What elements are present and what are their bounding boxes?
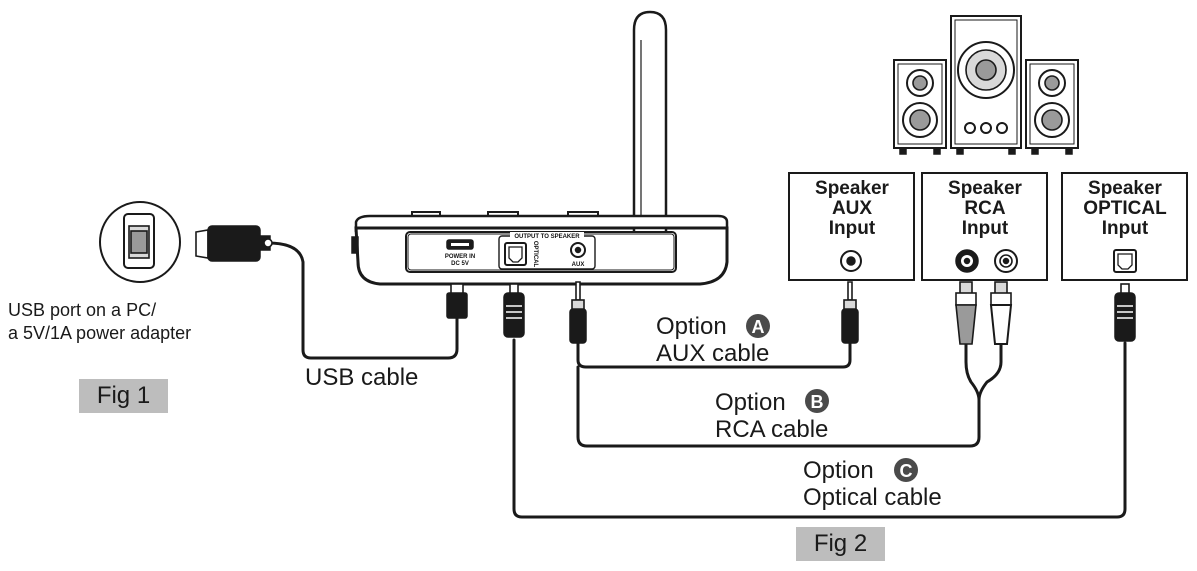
speaker-optical-input-box: Speaker OPTICAL Input [1061, 172, 1188, 281]
rca-plug-red-icon [955, 281, 977, 345]
speaker-rca-line3: Input [962, 218, 1009, 239]
optical-label: OPTICAL [532, 241, 538, 268]
rca-jack-icon [955, 249, 1018, 273]
power-in-label: POWER IN [445, 254, 475, 260]
transmitter: POWER IN DC 5V OUTPUT TO SPEAKER OPTICAL… [351, 10, 729, 286]
option-c-badge: C [894, 458, 918, 482]
option-a-word: Option [656, 313, 727, 340]
option-c-letter: C [900, 461, 913, 481]
option-a-badge: A [746, 314, 770, 338]
rca-cable [576, 365, 981, 448]
usb-port-label-line1: USB port on a PC/ [8, 300, 156, 320]
aux-cable [576, 341, 852, 369]
output-to-speaker-label: OUTPUT TO SPEAKER [514, 234, 580, 240]
usb-cable-label: USB cable [305, 364, 418, 391]
option-b-cable: RCA cable [715, 416, 828, 443]
usb-cable [266, 241, 459, 360]
cables [266, 241, 1127, 519]
speaker-aux-line3: Input [829, 218, 876, 239]
option-b-badge: B [805, 389, 829, 413]
usb-plug-icon [195, 225, 273, 262]
usb-port-icon [99, 201, 181, 283]
aux-plug-left-icon [569, 281, 587, 344]
speaker-system-icon [893, 15, 1079, 155]
speaker-rca-input-box: Speaker RCA Input [921, 172, 1048, 281]
speaker-rca-line2: RCA [964, 198, 1005, 219]
rca-plug-white-icon [989, 281, 1013, 345]
speaker-aux-input-box: Speaker AUX Input [788, 172, 915, 281]
option-b-word: Option [715, 389, 786, 416]
optical-plug-right-icon [1114, 283, 1136, 342]
optical-plug-left-icon [503, 283, 525, 338]
optical-jack-icon [1113, 249, 1137, 273]
fig2-label: Fig 2 [796, 527, 885, 561]
speaker-aux-line2: AUX [832, 198, 872, 219]
speaker-optical-line2: OPTICAL [1083, 198, 1167, 219]
speaker-rca-line1: Speaker [948, 178, 1023, 199]
rca-split [964, 342, 1003, 402]
option-a-letter: A [752, 317, 765, 337]
speaker-aux-line1: Speaker [815, 178, 890, 199]
dc-5v-label: DC 5V [451, 261, 469, 267]
speaker-optical-line1: Speaker [1088, 178, 1163, 199]
option-b-letter: B [811, 392, 824, 412]
fig1-label: Fig 1 [79, 379, 168, 413]
usb-port-label-line2: a 5V/1A power adapter [8, 323, 191, 343]
aux-jack-icon [840, 250, 862, 272]
aux-label: AUX [572, 262, 585, 268]
option-c-cable: Optical cable [803, 484, 942, 511]
optical-cable [512, 338, 1127, 519]
speaker-optical-line3: Input [1102, 218, 1149, 239]
aux-plug-right-icon [841, 281, 859, 344]
option-c-word: Option [803, 457, 874, 484]
micro-usb-plug-icon [446, 283, 468, 319]
option-a-cable: AUX cable [656, 340, 769, 367]
